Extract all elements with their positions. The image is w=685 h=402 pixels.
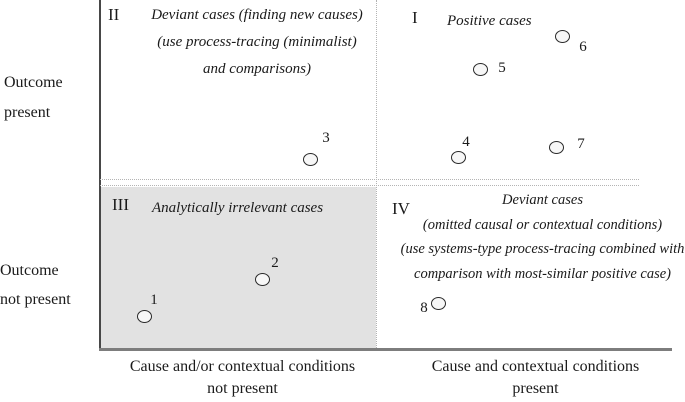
case-4-label: 4: [462, 134, 470, 150]
y-axis-label-line: present: [4, 104, 51, 121]
quadrant-iii-numeral: III: [112, 195, 129, 214]
quadrant-i-description-line: Positive cases: [447, 13, 532, 29]
quadrant-iv-description-line: comparison with most-similar positive ca…: [414, 265, 671, 282]
x-axis-label-line: not present: [207, 380, 278, 397]
quadrant-ii-description-line: (use process-tracing (minimalist): [157, 34, 357, 50]
x-axis-label-line: present: [512, 380, 559, 397]
quadrant-i-numeral: I: [412, 8, 418, 27]
quadrant-ii-description-line: Deviant cases (finding new causes): [151, 7, 363, 23]
case-6-label: 6: [579, 39, 587, 55]
x-axis-label-conditions-not-present: Cause and/or contextual conditions not p…: [100, 356, 385, 400]
x-axis-label-line: Cause and/or contextual conditions: [129, 358, 356, 375]
case-2-circle: [254, 272, 270, 286]
quadrant-ii-numeral: II: [108, 5, 120, 24]
quadrant-iv-description: Deviant cases (omitted causal or context…: [400, 188, 685, 286]
case-7-circle: [548, 140, 564, 154]
quadrant-iii-description: Analytically irrelevant cases: [152, 200, 323, 217]
quadrant-iv-description-line: (use systems-type process-tracing combin…: [400, 241, 685, 257]
horizontal-dotted-divider: [100, 179, 639, 186]
y-axis-label-line: Outcome: [0, 262, 59, 279]
case-2-label: 2: [271, 255, 279, 271]
case-5-circle: [472, 62, 488, 76]
quadrant-iv-numeral: IV: [392, 199, 410, 218]
y-axis-line: [99, 0, 101, 350]
case-1-label: 1: [150, 292, 158, 308]
x-axis-label-conditions-present: Cause and contextual conditions present: [393, 356, 678, 400]
quadrant-iv-description-line: Deviant cases: [502, 192, 583, 208]
y-axis-label-outcome-present: Outcome present: [4, 68, 63, 128]
x-axis-label-line: Cause and contextual conditions: [431, 358, 640, 375]
case-4-circle: [450, 150, 466, 164]
quadrant-iii-description-line: Analytically irrelevant cases: [152, 200, 324, 216]
vertical-dotted-divider: [376, 0, 377, 348]
quadrant-ii-description-line: and comparisons): [203, 61, 311, 77]
quadrant-ii-description: Deviant cases (finding new causes) (use …: [148, 2, 366, 83]
quadrant-i-description: Positive cases: [447, 13, 532, 30]
case-1-circle: [136, 309, 152, 323]
case-8-label: 8: [420, 300, 428, 316]
y-axis-label-line: Outcome: [4, 74, 63, 91]
quadrant-iv-description-line: (omitted causal or contextual conditions…: [422, 216, 663, 233]
case-3-circle: [302, 152, 318, 166]
y-axis-label-outcome-not-present: Outcome not present: [0, 256, 71, 314]
case-5-label: 5: [498, 60, 506, 76]
case-3-label: 3: [322, 130, 330, 146]
y-axis-label-line: not present: [0, 291, 71, 308]
x-axis-line: [99, 348, 672, 351]
case-8-circle: [430, 296, 446, 310]
case-7-label: 7: [577, 136, 585, 152]
case-6-circle: [554, 29, 570, 43]
